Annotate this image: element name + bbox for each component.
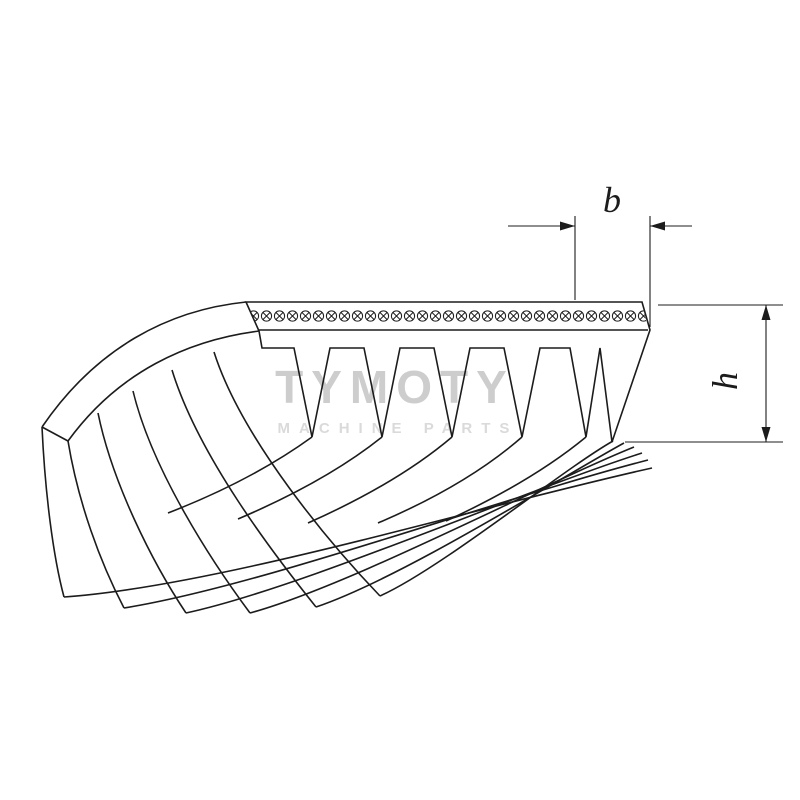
groove-line-1 — [167, 436, 313, 514]
dimension-b-arrow-left-icon — [650, 221, 665, 231]
rib-left-edge-6 — [213, 351, 381, 597]
belt-cross-section-outline — [244, 301, 651, 443]
rib-left-edge-1 — [41, 426, 65, 598]
groove-line-5 — [445, 436, 587, 522]
rib-right-edge-2 — [123, 459, 649, 609]
watermark: TYMOTY MACHINE PARTS — [275, 361, 515, 437]
dimension-b-label: b — [603, 180, 621, 220]
rib-right-edge-5 — [315, 442, 625, 608]
dimension-h: h — [625, 304, 783, 443]
groove-line-2 — [237, 436, 383, 520]
rib-right-edge-6 — [379, 440, 614, 597]
rib-right-edge-3 — [185, 452, 643, 614]
dimension-b-arrow-right-icon — [560, 221, 575, 231]
dimension-h-arrow-up-icon — [761, 305, 771, 320]
belt-back-outer-curve — [41, 301, 247, 428]
groove-line-3 — [307, 436, 453, 524]
belt-end-edge — [41, 426, 69, 442]
dimension-h-label: h — [705, 372, 745, 390]
watermark-title: TYMOTY — [275, 361, 515, 413]
rib-left-edge-4 — [132, 390, 251, 614]
groove-line-4 — [377, 436, 523, 524]
belt-back-inner-curve — [67, 330, 260, 442]
dimension-b: b — [508, 180, 692, 327]
rib-left-edge-5 — [171, 369, 317, 608]
belt-cord-band — [247, 303, 648, 329]
dimension-h-arrow-down-icon — [761, 427, 771, 442]
rib-left-edge-3 — [97, 412, 187, 614]
rib-right-edge-4 — [249, 446, 635, 614]
rib-right-edge-1 — [63, 467, 653, 598]
rib-left-edge-2 — [67, 440, 125, 609]
belt-drawing — [41, 301, 653, 614]
